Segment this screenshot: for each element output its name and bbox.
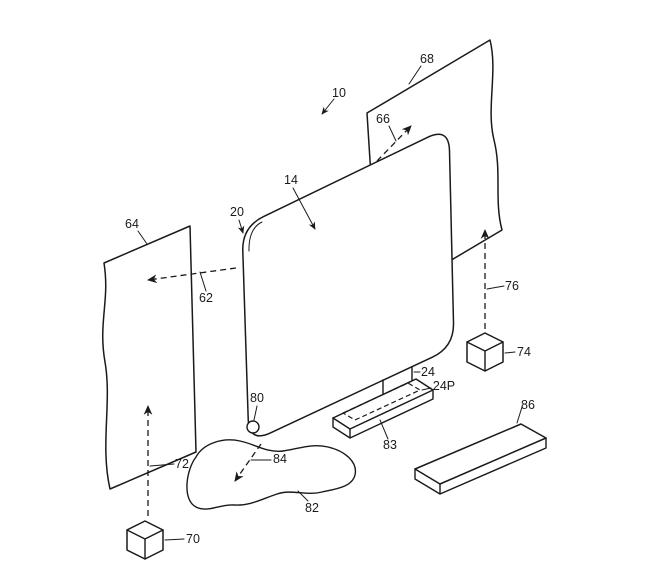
ref-label-74: 74 xyxy=(517,345,531,359)
left-sheet-64 xyxy=(102,225,197,490)
ref-label-62: 62 xyxy=(199,291,213,305)
ref-label-10: 10 xyxy=(332,86,346,100)
ref-label-24P: 24P xyxy=(433,379,455,393)
sensor-dot-80 xyxy=(246,420,260,434)
housing-edge-accent xyxy=(248,221,263,252)
sensor-cube-74 xyxy=(466,332,504,372)
display-housing xyxy=(242,133,455,437)
ref-label-68: 68 xyxy=(420,52,434,66)
leader-arrow-20 xyxy=(237,219,245,234)
keyboard-86 xyxy=(414,423,547,495)
sensor-cube-70 xyxy=(126,520,164,560)
leader-arrow-10 xyxy=(321,98,335,115)
detection-region-82 xyxy=(186,439,357,510)
leader-arrow-14 xyxy=(292,187,316,230)
ref-label-24: 24 xyxy=(421,365,435,379)
ref-label-80: 80 xyxy=(250,391,264,405)
sense-arrow-84 xyxy=(234,443,262,482)
ref-label-83: 83 xyxy=(383,438,397,452)
ref-label-70: 70 xyxy=(186,532,200,546)
ref-label-14: 14 xyxy=(284,173,298,187)
ref-label-84: 84 xyxy=(273,452,287,466)
ref-label-20: 20 xyxy=(230,205,244,219)
ref-label-72: 72 xyxy=(175,457,189,471)
ref-label-66: 66 xyxy=(376,112,390,126)
stand-neck xyxy=(382,366,413,396)
reference-labels: 10 68 66 14 20 64 62 76 74 24 24P 80 83 … xyxy=(125,52,535,546)
leader-lines xyxy=(137,65,523,541)
sense-arrow-66 xyxy=(376,125,412,162)
sense-arrow-62 xyxy=(146,267,237,284)
ref-label-82: 82 xyxy=(305,501,319,515)
stand-sensor-region-24P xyxy=(342,382,421,421)
ref-label-64: 64 xyxy=(125,217,139,231)
ref-label-86: 86 xyxy=(521,398,535,412)
stand-base-sides xyxy=(332,389,434,439)
ref-label-76: 76 xyxy=(505,279,519,293)
